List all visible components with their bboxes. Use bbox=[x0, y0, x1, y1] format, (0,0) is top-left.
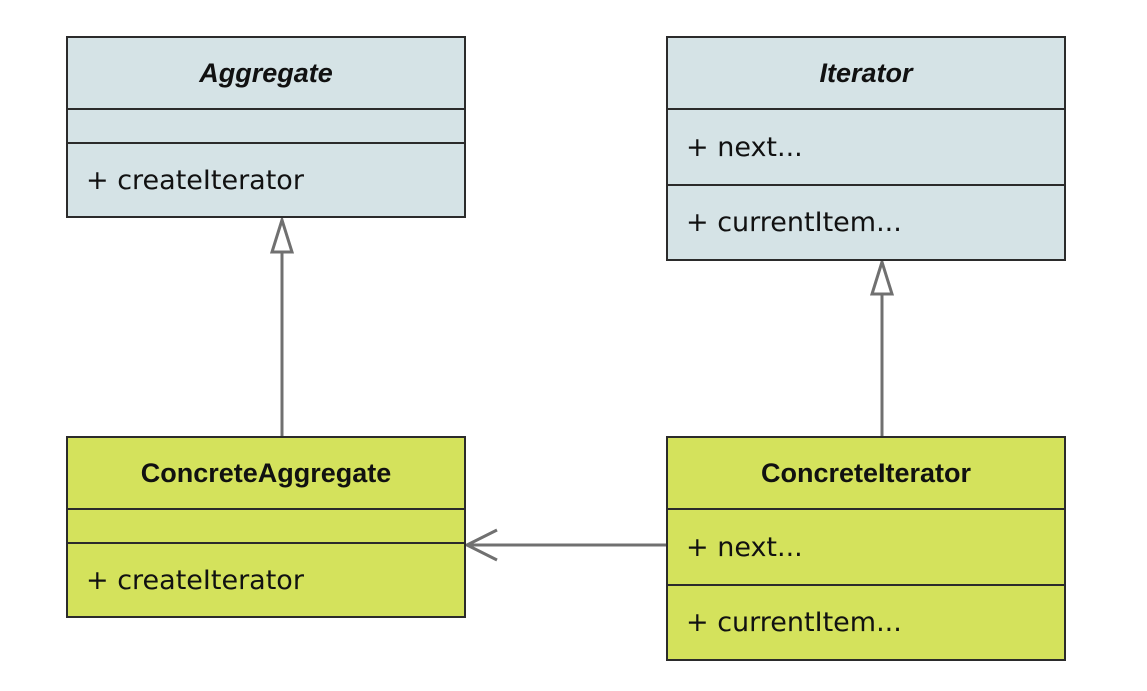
operation: + currentItem... bbox=[686, 207, 902, 238]
generalization-concreteaggregate-aggregate bbox=[269, 214, 295, 437]
operation: + createIterator bbox=[86, 564, 304, 596]
class-name: Iterator bbox=[668, 38, 1064, 110]
association-concreteiterator-concreteaggregate bbox=[463, 528, 667, 562]
class-name: ConcreteIterator bbox=[668, 438, 1064, 510]
attributes-compartment bbox=[68, 110, 464, 144]
class-name: Aggregate bbox=[68, 38, 464, 110]
operation: + currentItem... bbox=[686, 607, 902, 638]
class-concrete-aggregate[interactable]: ConcreteAggregate + createIterator bbox=[66, 436, 466, 618]
operation: + createIterator bbox=[86, 164, 304, 196]
operation: + next... bbox=[668, 110, 1064, 186]
class-aggregate[interactable]: Aggregate + createIterator bbox=[66, 36, 466, 218]
operation: + next... bbox=[668, 510, 1064, 586]
attributes-compartment bbox=[68, 510, 464, 544]
inheritance-arrowhead-icon bbox=[269, 214, 295, 254]
class-iterator[interactable]: Iterator + next... + currentItem... bbox=[666, 36, 1066, 261]
open-arrowhead-icon bbox=[463, 528, 498, 562]
generalization-concreteiterator-iterator bbox=[869, 256, 895, 437]
class-concrete-iterator[interactable]: ConcreteIterator + next... + currentItem… bbox=[666, 436, 1066, 661]
class-name: ConcreteAggregate bbox=[68, 438, 464, 510]
inheritance-arrowhead-icon bbox=[869, 256, 895, 296]
